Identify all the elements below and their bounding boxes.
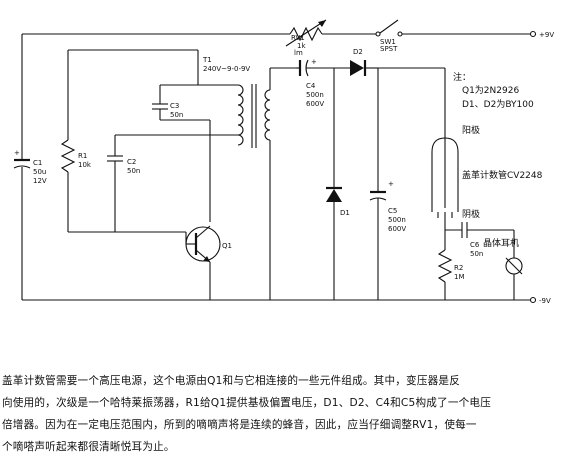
sw1-contact-right	[397, 31, 403, 37]
c4-value-label: 500n	[306, 91, 324, 99]
d2-name-label: D2	[353, 48, 363, 56]
sw1-type-label: SPST	[380, 45, 398, 53]
c1-value-label: 50u	[33, 168, 46, 176]
r2-name-label: R2	[454, 264, 463, 272]
t1-primary-coil	[237, 84, 244, 146]
q1-emitter-arrow	[203, 256, 210, 262]
sw1-contact-left	[375, 31, 381, 37]
geiger-tube	[431, 137, 459, 212]
note-diodes: D1、D2为BY100	[462, 98, 534, 110]
t1-secondary-coil	[264, 89, 271, 141]
c3-name-label: C3	[170, 102, 179, 110]
circuit-schematic: RV1 1k lm SW1 SPST +9V -9V + C1 50u 12V …	[13, 19, 554, 305]
c4-name-label: C4	[306, 82, 316, 90]
note-label: 注：	[453, 71, 471, 83]
description-line-4: 个嘀嗒声听起来都很清晰悦耳为止。	[2, 441, 175, 453]
q1-name-label: Q1	[222, 242, 232, 250]
sw1-lever	[379, 19, 399, 34]
c1-voltage-label: 12V	[33, 177, 47, 185]
c1-plate-bottom	[13, 165, 31, 169]
rv1-name-label: RV1	[291, 34, 305, 42]
d1-name-label: D1	[340, 209, 350, 217]
rv1-resistor	[289, 26, 323, 42]
description-line-2: 向使用的，次级是一个哈特莱振荡器，R1给Q1提供基极偏置电压，D1、D2、C4和…	[2, 397, 492, 409]
t1-spec-label: 240V~9-0-9V	[203, 65, 250, 73]
r2-resistor	[437, 249, 453, 283]
tube-name-label: 盖革计数管CV2248	[462, 169, 543, 181]
r1-resistor	[60, 139, 76, 173]
anode-label: 阳极	[462, 124, 480, 136]
note-q1: Q1为2N2926	[462, 84, 519, 96]
cathode-label: 阴极	[462, 208, 480, 220]
c5-name-label: C5	[388, 207, 397, 215]
d2-diode	[350, 60, 364, 76]
description-line-3: 倍增器。因为在一定电压范围内，所到的嘀嘀声将是连续的蜂音，因此，应当仔细调整RV…	[2, 419, 477, 431]
earphone-label: 晶体耳机	[483, 237, 519, 249]
supply-pos-label: +9V	[539, 31, 554, 39]
c5-value-label: 500n	[388, 216, 406, 224]
d1-diode	[326, 189, 342, 202]
c2-name-label: C2	[127, 158, 136, 166]
negative-terminal[interactable]	[529, 296, 537, 304]
c3-value-label: 50n	[170, 111, 183, 119]
description-line-1: 盖革计数管需要一个高压电源，这个电源由Q1和与它相连接的一些元件组成。其中，变压…	[2, 375, 461, 387]
r1-name-label: R1	[78, 152, 87, 160]
lm-label: lm	[294, 49, 303, 57]
positive-terminal[interactable]	[529, 30, 537, 38]
c5-voltage-label: 600V	[388, 225, 406, 233]
c1-plus-label: +	[14, 149, 20, 157]
c6-value-label: 50n	[470, 250, 483, 258]
rv1-wiper-arrow	[285, 19, 327, 47]
c5-plus-label: +	[388, 180, 394, 188]
sw1-name-label: SW1	[380, 38, 396, 46]
rv1-arrowhead	[318, 20, 326, 27]
c2-value-label: 50n	[127, 167, 140, 175]
t1-name-label: T1	[202, 56, 212, 64]
rv1-value-label: 1k	[297, 42, 306, 50]
c6-name-label: C6	[470, 241, 480, 249]
c1-name-label: C1	[33, 159, 42, 167]
earphone-mark	[505, 257, 523, 275]
q1-collector	[195, 225, 211, 239]
c4-plus-label: +	[311, 58, 317, 66]
c4-voltage-label: 600V	[306, 100, 324, 108]
supply-neg-label: -9V	[539, 297, 551, 305]
r1-value-label: 10k	[78, 161, 92, 169]
r2-value-label: 1M	[454, 273, 465, 281]
description-paragraph: 盖革计数管需要一个高压电源，这个电源由Q1和与它相连接的一些元件组成。其中，变压…	[2, 370, 578, 453]
